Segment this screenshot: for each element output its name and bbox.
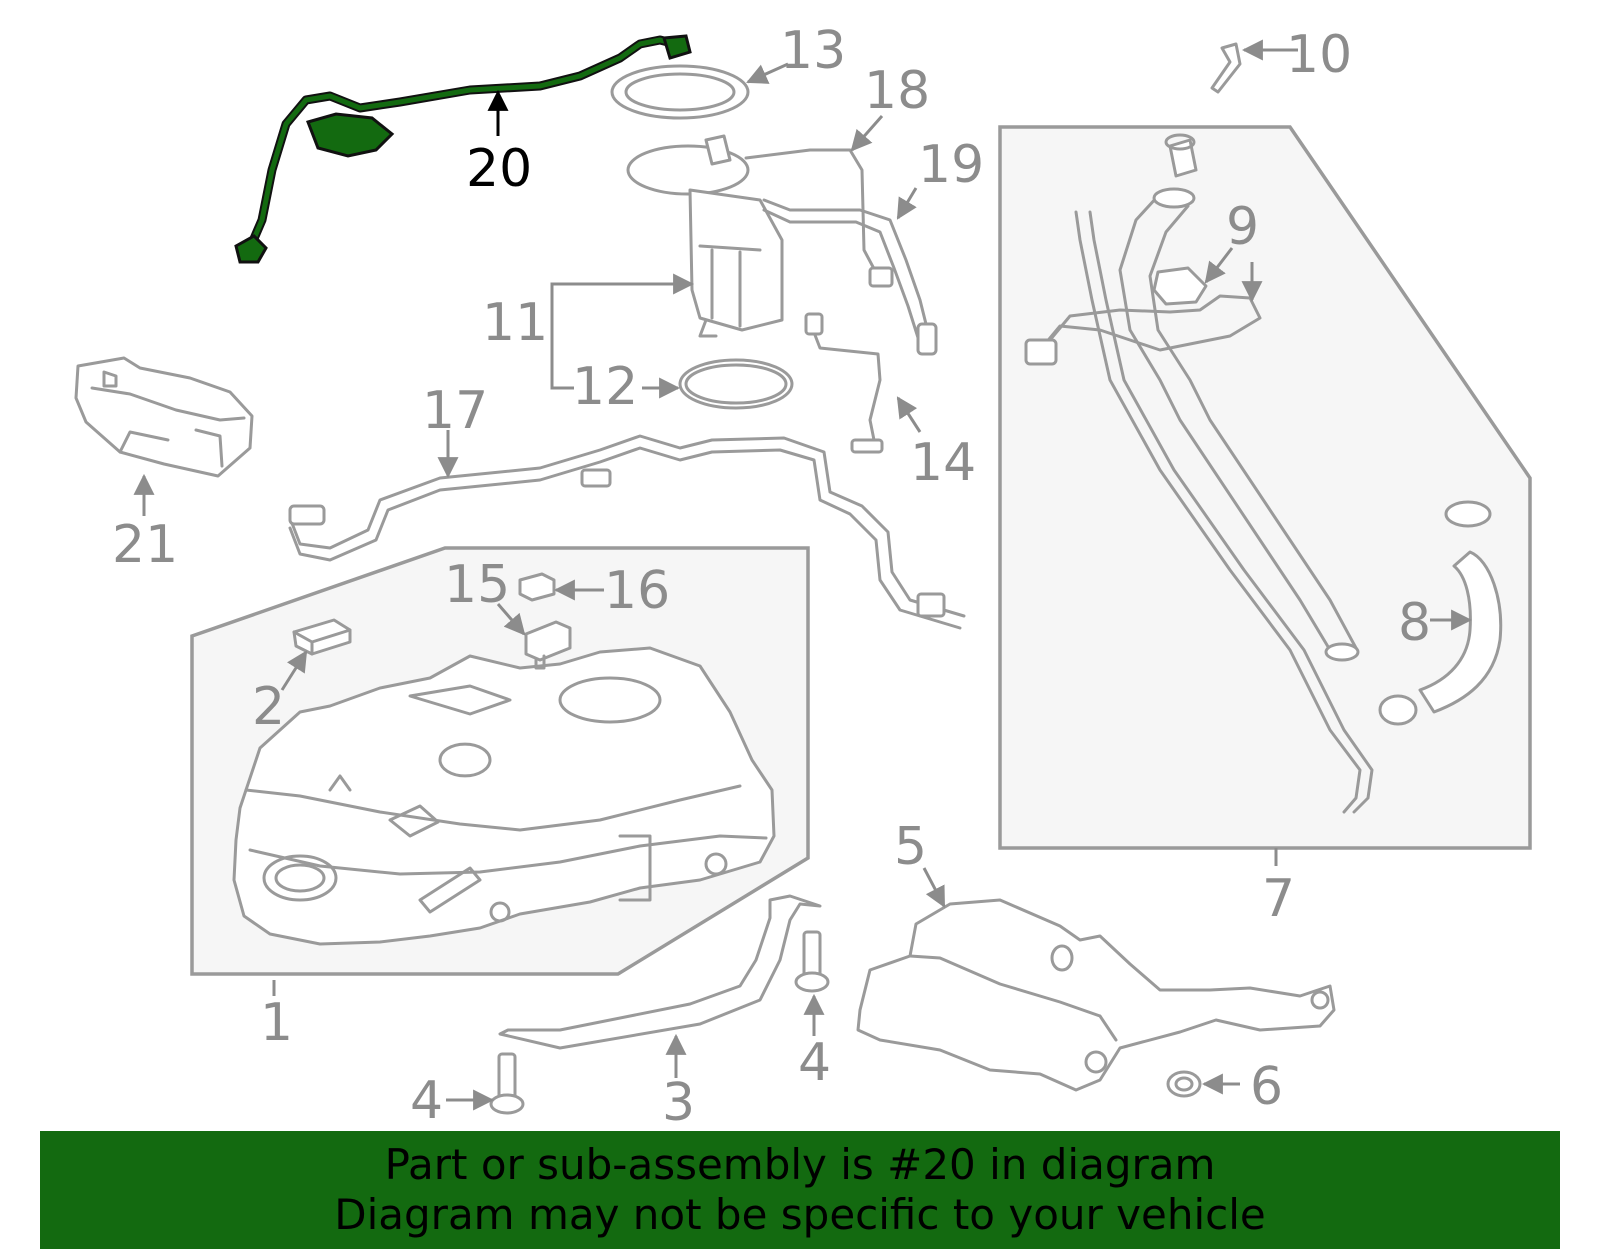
callout-labels: 1 2 3 4 4 5 6 7 8 9 10 11 12 13 14 15 16… [112,21,1431,1133]
fuel-line-17 [288,434,966,630]
callout-18: 18 [864,61,930,121]
heat-shield-5 [856,898,1336,1092]
callout-11: 11 [482,293,548,353]
bolt-4b [794,930,830,993]
fuel-lines [744,148,938,454]
nut-6 [1166,1070,1202,1098]
banner-line-part-number: Part or sub-assembly is #20 in diagram [384,1140,1216,1189]
leader-lines [133,39,1473,1111]
callout-15: 15 [444,555,510,615]
callout-5: 5 [894,817,927,877]
callout-12: 12 [572,357,638,417]
callout-20: 20 [466,139,532,199]
callout-1: 1 [260,993,293,1053]
bracket-21 [74,356,254,478]
callout-16: 16 [604,561,670,621]
filler-neck-group [998,42,1532,850]
info-banner: Part or sub-assembly is #20 in diagram D… [40,1131,1560,1249]
callout-17: 17 [422,381,488,441]
callout-19: 19 [918,135,984,195]
callout-4-left: 4 [410,1071,443,1131]
strap-and-bolts [489,894,830,1115]
callout-14: 14 [910,433,976,493]
callout-3: 3 [662,1073,695,1133]
callout-2: 2 [252,677,285,737]
callout-7: 7 [1262,869,1295,929]
callout-10: 10 [1286,25,1352,85]
callout-8: 8 [1398,593,1431,653]
callout-4-right: 4 [798,1033,831,1093]
callout-6: 6 [1250,1057,1283,1117]
callout-9: 9 [1226,197,1259,257]
fuel-tank-group [190,546,810,976]
banner-line-disclaimer: Diagram may not be specific to your vehi… [334,1190,1266,1239]
fuel-pump-assembly [610,64,794,410]
bolt-4a [489,1052,525,1115]
callout-21: 21 [112,515,178,575]
callout-13: 13 [780,21,846,81]
harness-20-highlighted [234,34,692,264]
